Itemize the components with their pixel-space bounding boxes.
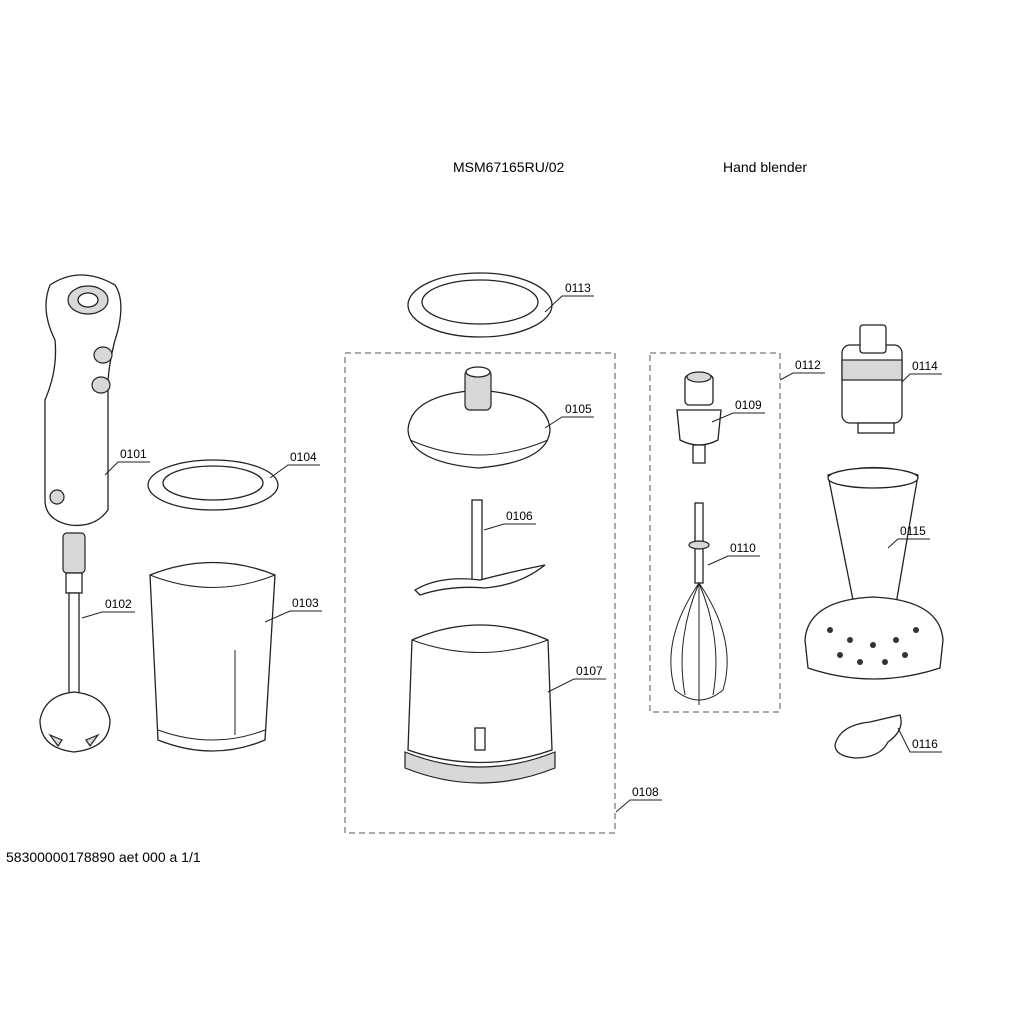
part-chopper-lid[interactable] — [407, 272, 553, 338]
label-0110: 0110 — [730, 541, 756, 555]
part-blender-foot[interactable] — [39, 532, 111, 753]
part-whisk-gearbox[interactable] — [676, 371, 722, 464]
label-0105: 0105 — [565, 402, 592, 416]
label-0103: 0103 — [292, 596, 319, 610]
group-box-0112 — [649, 352, 781, 713]
part-chopper-blade[interactable] — [413, 499, 546, 596]
part-motor-handle[interactable] — [44, 274, 122, 527]
part-measuring-beaker[interactable] — [149, 561, 276, 752]
label-0104: 0104 — [290, 450, 317, 464]
label-0115: 0115 — [900, 524, 926, 538]
model-number: MSM67165RU/02 — [453, 159, 564, 175]
diagram-title: Hand blender — [723, 159, 807, 175]
label-0113: 0113 — [565, 281, 591, 295]
label-0108: 0108 — [632, 785, 659, 799]
part-whisk[interactable] — [670, 502, 728, 705]
group-box-0108 — [344, 352, 616, 834]
label-0109: 0109 — [735, 398, 762, 412]
part-potato-masher[interactable] — [804, 466, 944, 680]
label-0102: 0102 — [105, 597, 132, 611]
label-0101: 0101 — [120, 447, 147, 461]
label-0106: 0106 — [506, 509, 533, 523]
document-code: 58300000178890 aet 000 a 1/1 — [6, 849, 201, 865]
label-0107: 0107 — [576, 664, 603, 678]
label-0112: 0112 — [795, 358, 821, 372]
part-masher-clip[interactable] — [834, 714, 902, 759]
label-0116: 0116 — [912, 737, 938, 751]
part-beaker-lid[interactable] — [147, 459, 279, 511]
label-0114: 0114 — [912, 359, 938, 373]
part-masher-gearbox[interactable] — [841, 324, 903, 434]
part-chopper-cover[interactable] — [407, 366, 551, 469]
part-chopper-bowl[interactable] — [404, 624, 556, 784]
